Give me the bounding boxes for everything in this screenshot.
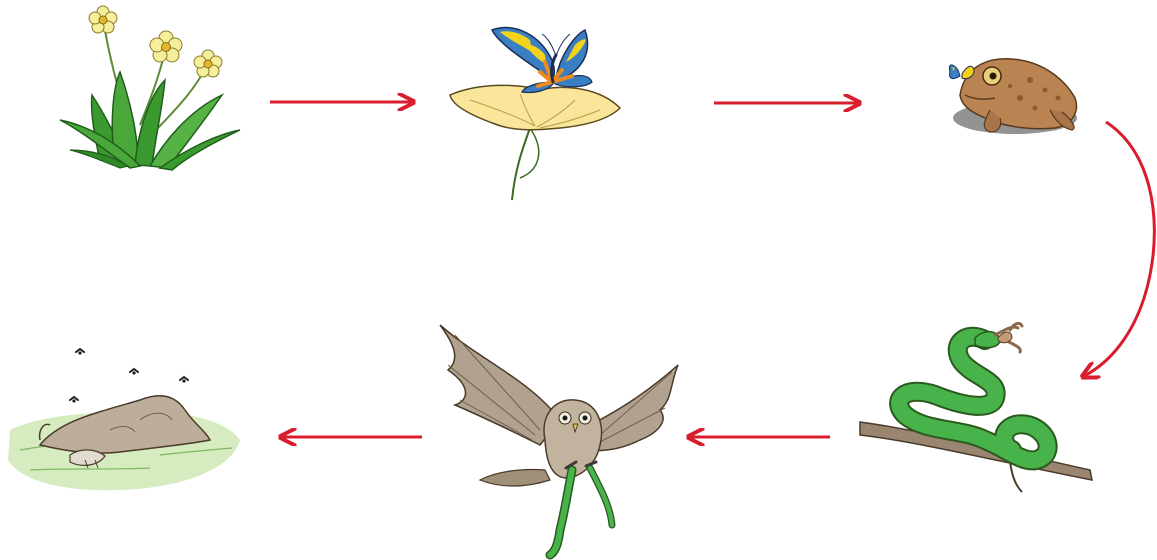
owl-carrying-snake-icon bbox=[440, 325, 678, 555]
flowering-plant-icon bbox=[60, 6, 240, 170]
decomposing-remains-icon bbox=[8, 349, 240, 490]
arrow-toad-to-snake bbox=[1084, 122, 1154, 376]
snake-eating-toad-icon bbox=[860, 323, 1092, 492]
butterfly-on-flower-icon bbox=[450, 28, 620, 200]
toad-eating-butterfly-icon bbox=[949, 59, 1077, 134]
